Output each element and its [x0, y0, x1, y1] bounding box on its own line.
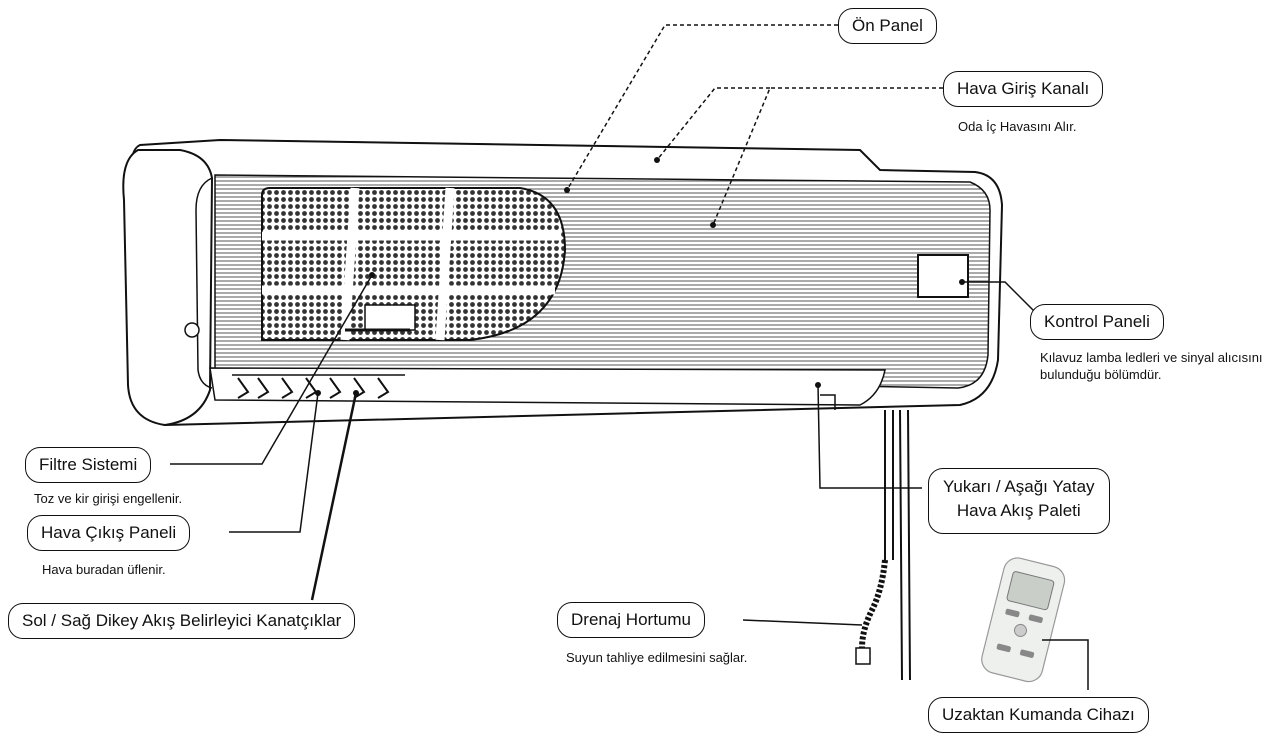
- left-end-cap: [122, 149, 214, 427]
- label-air-outlet: Hava Çıkış Paneli: [27, 515, 191, 551]
- filter-grid: [261, 187, 567, 341]
- leader-dots: [315, 157, 965, 396]
- leader-air-inlet-a: [712, 87, 943, 226]
- outlet-strip: [209, 367, 886, 406]
- indoor-unit: [122, 138, 1004, 427]
- leader-horizontal-flap: [817, 384, 922, 489]
- pipes: [855, 409, 911, 681]
- note-filter: Toz ve kir girişi engellenir.: [34, 491, 183, 506]
- label-on-panel: Ön Panel: [838, 8, 937, 44]
- leader-vertical-louvers: [310, 392, 358, 601]
- leader-on-panel: [566, 24, 838, 191]
- leader-lines: [170, 24, 1089, 690]
- leader-remote: [1042, 639, 1089, 690]
- label-horizontal-flap-line2: Hava Akış Paleti: [956, 501, 1081, 520]
- label-filter: Filtre Sistemi: [25, 447, 152, 483]
- label-vertical-louvers: Sol / Sağ Dikey Akış Belirleyici Kanatçı…: [8, 603, 356, 639]
- note-air-outlet: Hava buradan üflenir.: [42, 562, 166, 577]
- leader-air-outlet: [229, 392, 319, 533]
- side-knob: [184, 322, 200, 338]
- leader-drain: [742, 619, 863, 626]
- note-drain-hose: Suyun tahliye edilmesini sağlar.: [566, 650, 748, 665]
- label-control-panel: Kontrol Paneli: [1030, 304, 1164, 340]
- label-drain-hose: Drenaj Hortumu: [557, 602, 705, 638]
- leader-control-panel: [962, 281, 1036, 313]
- label-horizontal-flap: Yukarı / Aşağı Yatay Hava Akış Paleti: [928, 468, 1110, 534]
- filter-outline: [261, 187, 567, 341]
- control-panel-window: [917, 254, 969, 298]
- note-control-panel: Kılavuz lamba ledleri ve sinyal alıcısın…: [1040, 350, 1262, 382]
- drain-hose-end: [855, 647, 871, 665]
- label-remote: Uzaktan Kumanda Cihazı: [928, 697, 1149, 733]
- note-air-inlet: Oda İç Havasını Alır.: [958, 119, 1077, 134]
- leader-filter: [170, 274, 373, 465]
- remote-control-art: [981, 557, 1066, 683]
- label-horizontal-flap-line1: Yukarı / Aşağı Yatay: [943, 477, 1095, 496]
- label-air-inlet: Hava Giriş Kanalı: [943, 71, 1104, 107]
- filter-clip: [364, 304, 416, 331]
